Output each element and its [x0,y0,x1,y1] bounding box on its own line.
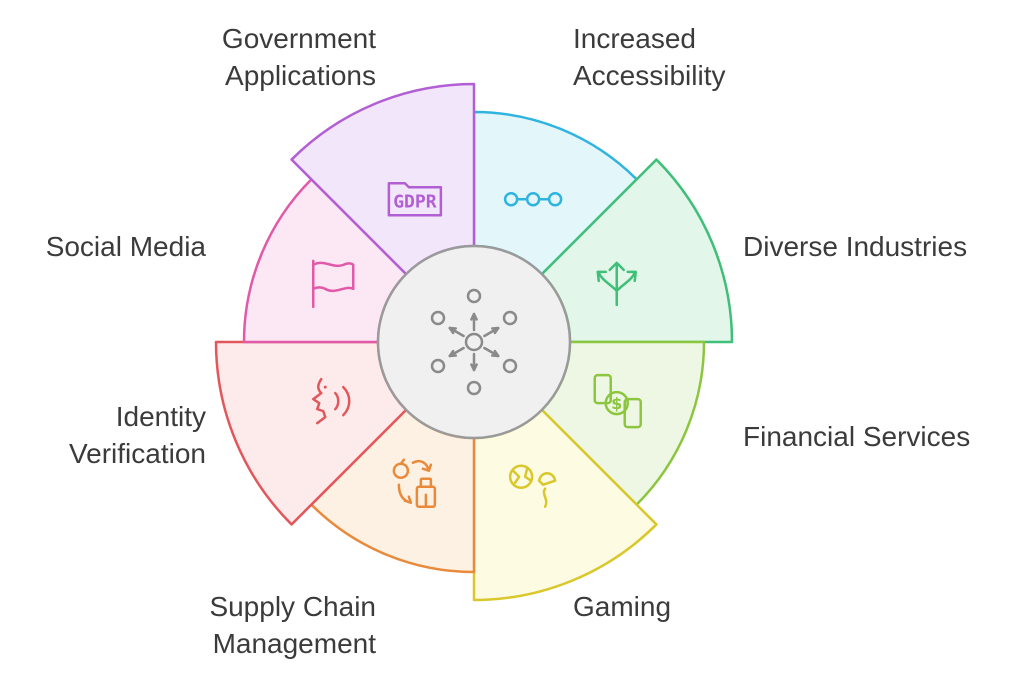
product-cycle-icon [392,458,437,508]
gdpr-folder-icon: GDPR [387,182,443,217]
label-financial-services: Financial Services [743,421,971,452]
svg-text:GDPR: GDPR [393,191,437,212]
connected-dots-icon [503,192,563,207]
network-hub-icon [430,288,518,396]
label-diverse-industries: Diverse Industries [743,231,968,262]
globe-headset-icon [508,464,557,508]
svg-text:$: $ [611,394,622,413]
label-social-media: Social Media [45,231,206,262]
label-gaming: Gaming [573,591,672,622]
voice-recognition-icon [312,377,351,425]
branching-arrows-icon [596,261,637,307]
center-hub [376,244,572,440]
money-exchange-icon: $ [593,373,642,429]
flag-icon [312,259,355,309]
